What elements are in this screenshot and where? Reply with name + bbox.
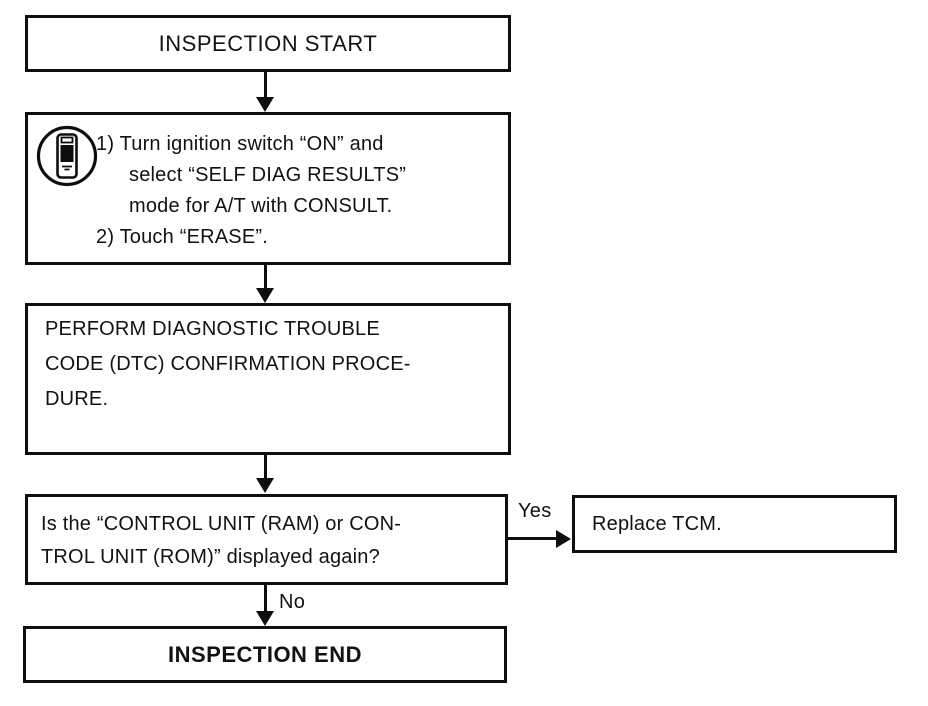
- inspection-end-label: INSPECTION END: [167, 641, 363, 667]
- replace-tcm-label: Replace TCM.: [592, 512, 722, 535]
- node-question-displayed-again: Is the “CONTROL UNIT (RAM) or CON- TROL …: [25, 494, 508, 585]
- dtc-procedure-line: PERFORM DIAGNOSTIC TROUBLE: [45, 318, 380, 340]
- node-consult-step: 1) Turn ignition switch “ON” and select …: [25, 112, 511, 265]
- arrowhead-down-1-icon: [256, 97, 274, 112]
- consult-step-line: mode for A/T with CONSULT.: [129, 195, 393, 217]
- connector-consult-to-dtc: [264, 265, 267, 290]
- connector-question-to-replace: [508, 537, 558, 540]
- question-line: Is the “CONTROL UNIT (RAM) or CON-: [41, 513, 402, 535]
- consult-step-text: 1) Turn ignition switch “ON” and select …: [96, 129, 406, 253]
- node-dtc-procedure: PERFORM DIAGNOSTIC TROUBLE CODE (DTC) CO…: [25, 303, 511, 455]
- connector-dtc-to-question: [264, 455, 267, 480]
- consult-step-line: select “SELF DIAG RESULTS”: [129, 164, 407, 186]
- edge-label-yes: Yes: [518, 500, 552, 522]
- question-text: Is the “CONTROL UNIT (RAM) or CON- TROL …: [41, 508, 401, 574]
- dtc-procedure-text: PERFORM DIAGNOSTIC TROUBLE CODE (DTC) CO…: [45, 312, 411, 417]
- edge-label-no: No: [279, 591, 306, 613]
- arrowhead-down-2-icon: [256, 288, 274, 303]
- dtc-procedure-line: DURE.: [45, 388, 109, 410]
- node-inspection-end: INSPECTION END: [23, 626, 507, 683]
- connector-question-to-end: [264, 585, 267, 613]
- inspection-start-label: INSPECTION START: [158, 30, 378, 56]
- node-inspection-start: INSPECTION START: [25, 15, 511, 72]
- consult-tool-icon: [35, 124, 99, 193]
- arrowhead-down-no-icon: [256, 611, 274, 626]
- arrowhead-right-yes-icon: [556, 529, 571, 548]
- consult-step-line: 2) Touch “ERASE”.: [96, 226, 268, 248]
- question-line: TROL UNIT (ROM)” displayed again?: [41, 546, 380, 568]
- consult-step-line: 1) Turn ignition switch “ON” and: [96, 133, 384, 155]
- connector-start-to-consult: [264, 72, 267, 99]
- node-replace-tcm: Replace TCM.: [572, 495, 897, 553]
- dtc-procedure-line: CODE (DTC) CONFIRMATION PROCE-: [45, 353, 411, 375]
- arrowhead-down-3-icon: [256, 478, 274, 493]
